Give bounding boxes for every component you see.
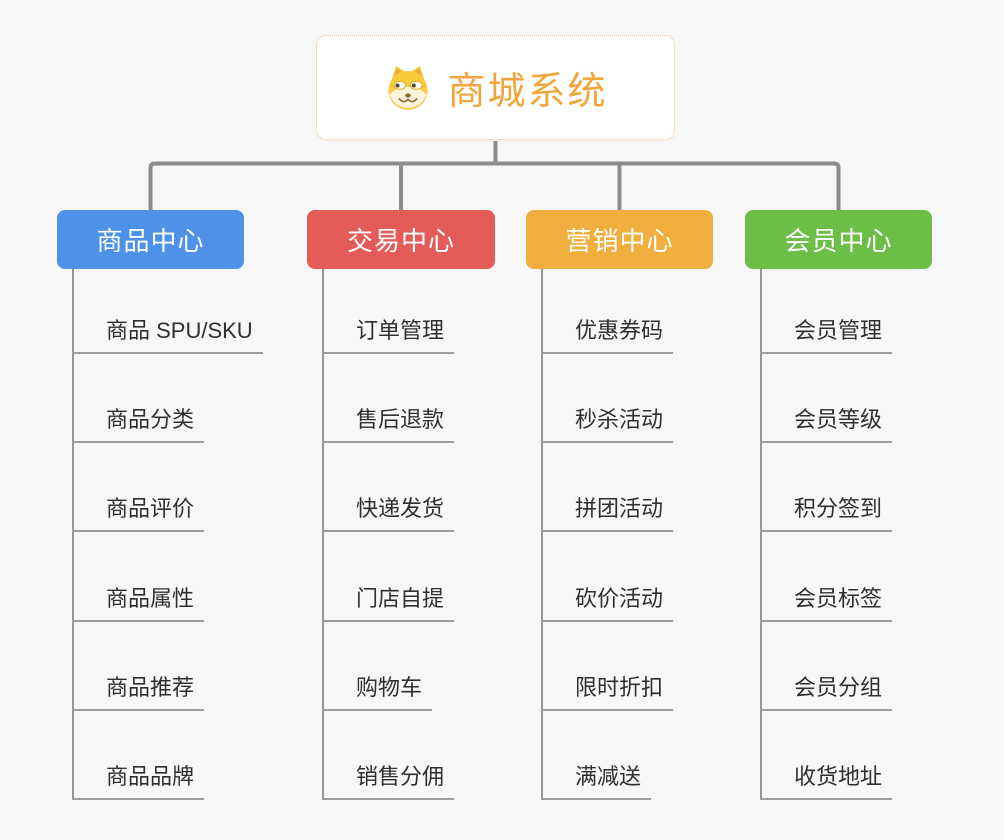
- branch-children: 订单管理 售后退款 快递发货 门店自提 购物车 销售分佣: [322, 269, 455, 800]
- child-node[interactable]: 会员标签: [760, 532, 893, 622]
- child-node[interactable]: 商品评价: [72, 443, 263, 533]
- child-node[interactable]: 商品属性: [72, 532, 263, 622]
- child-label: 会员标签: [760, 586, 893, 622]
- child-node[interactable]: 收货地址: [760, 711, 893, 800]
- child-label: 门店自提: [322, 586, 455, 622]
- branch-node-product-center[interactable]: 商品中心: [57, 210, 244, 269]
- branch-children: 优惠券码 秒杀活动 拼团活动 砍价活动 限时折扣 满减送: [541, 269, 674, 800]
- branch-node-marketing-center[interactable]: 营销中心: [526, 210, 713, 269]
- child-label: 会员管理: [760, 318, 893, 354]
- branch-trunk-line: [72, 269, 74, 800]
- child-node[interactable]: 订单管理: [322, 269, 455, 354]
- child-node[interactable]: 优惠券码: [541, 269, 674, 354]
- tree-connector-lines: [148, 141, 841, 211]
- child-node[interactable]: 商品推荐: [72, 622, 263, 711]
- child-label: 商品 SPU/SKU: [72, 318, 263, 354]
- child-label: 积分签到: [760, 496, 893, 533]
- child-node[interactable]: 快递发货: [322, 443, 455, 533]
- child-node[interactable]: 会员分组: [760, 622, 893, 711]
- child-label: 购物车: [322, 675, 433, 711]
- child-label: 售后退款: [322, 407, 455, 444]
- child-label: 订单管理: [322, 318, 455, 354]
- child-label: 快递发货: [322, 496, 455, 533]
- child-node[interactable]: 商品 SPU/SKU: [72, 269, 263, 354]
- child-label: 商品品牌: [72, 764, 205, 800]
- child-label: 会员等级: [760, 407, 893, 444]
- branch-node-trade-center[interactable]: 交易中心: [307, 210, 495, 269]
- child-label: 商品属性: [72, 586, 205, 622]
- branch-node-member-center[interactable]: 会员中心: [745, 210, 932, 269]
- child-node[interactable]: 满减送: [541, 711, 673, 800]
- child-node[interactable]: 门店自提: [322, 532, 455, 622]
- child-label: 优惠券码: [541, 318, 674, 354]
- child-label: 拼团活动: [541, 496, 674, 533]
- branch-trunk-line: [541, 269, 543, 800]
- child-node[interactable]: 商品品牌: [72, 711, 263, 800]
- child-label: 限时折扣: [541, 675, 674, 711]
- shiba-dog-icon: [388, 65, 429, 110]
- child-label: 满减送: [541, 764, 652, 800]
- child-node[interactable]: 商品分类: [72, 354, 263, 444]
- child-node[interactable]: 砍价活动: [541, 532, 674, 622]
- branch-children: 会员管理 会员等级 积分签到 会员标签 会员分组 收货地址: [760, 269, 893, 800]
- child-label: 会员分组: [760, 675, 893, 711]
- child-node[interactable]: 积分签到: [760, 443, 893, 533]
- child-node[interactable]: 限时折扣: [541, 622, 674, 711]
- child-label: 砍价活动: [541, 586, 674, 622]
- branch-label: 交易中心: [346, 226, 455, 256]
- child-node[interactable]: 销售分佣: [322, 711, 455, 800]
- branch-label: 会员中心: [784, 226, 893, 256]
- child-node[interactable]: 购物车: [322, 622, 454, 711]
- branch-children: 商品 SPU/SKU 商品分类 商品评价 商品属性 商品推荐 商品品牌: [72, 269, 263, 800]
- child-node[interactable]: 售后退款: [322, 354, 455, 444]
- root-title: 商城系统: [447, 71, 608, 113]
- child-node[interactable]: 会员管理: [760, 269, 893, 354]
- root-node[interactable]: 商城系统: [316, 35, 675, 140]
- branch-label: 营销中心: [565, 226, 674, 256]
- child-label: 商品评价: [72, 496, 205, 533]
- child-node[interactable]: 秒杀活动: [541, 354, 674, 444]
- child-label: 销售分佣: [322, 764, 455, 800]
- child-node[interactable]: 会员等级: [760, 354, 893, 444]
- branch-trunk-line: [322, 269, 324, 800]
- branch-trunk-line: [760, 269, 762, 800]
- child-label: 商品推荐: [72, 675, 205, 711]
- branch-label: 商品中心: [96, 226, 205, 256]
- child-label: 商品分类: [72, 407, 205, 444]
- child-label: 收货地址: [760, 764, 893, 800]
- child-node[interactable]: 拼团活动: [541, 443, 674, 533]
- child-label: 秒杀活动: [541, 407, 674, 444]
